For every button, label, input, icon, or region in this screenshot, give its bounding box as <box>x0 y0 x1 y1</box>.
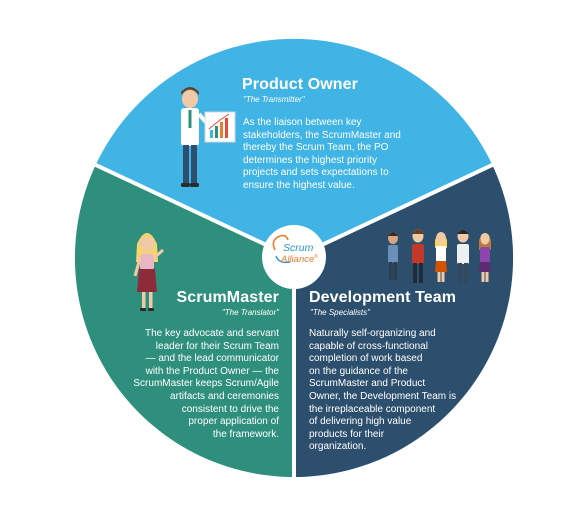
team-member-4 <box>457 229 469 283</box>
product-owner-subtitle: "The Transmitter" <box>243 95 305 104</box>
team-member-3 <box>435 232 447 282</box>
divider-right <box>293 163 494 260</box>
development-team-segment <box>294 164 514 477</box>
development-team-figures <box>388 229 491 283</box>
logo-alliance-text: Alliance® <box>281 254 318 265</box>
logo-scrum-text: Scrum <box>283 242 314 254</box>
scrum-master-title: ScrumMaster <box>176 289 279 306</box>
team-member-5 <box>479 233 491 282</box>
product-owner-title: Product Owner <box>242 76 358 93</box>
development-team-description: Naturally self-organizing and capable of… <box>309 328 457 453</box>
team-member-2 <box>412 229 424 283</box>
logo-registered-mark: ® <box>314 254 318 260</box>
product-owner-description: As the liaison between key stakeholders,… <box>243 117 401 191</box>
product-owner-figure <box>181 87 211 187</box>
development-team-subtitle: "The Specialists" <box>310 308 370 317</box>
team-member-1 <box>388 232 398 280</box>
scrum-master-segment <box>74 164 294 478</box>
logo-alliance-word: Alliance <box>281 254 315 266</box>
chart-board-icon <box>204 111 236 143</box>
scrum-master-description: The key advocate and servant leader for … <box>133 328 279 440</box>
development-team-title: Development Team <box>309 289 457 306</box>
divider-left <box>94 163 295 260</box>
scrum-master-figure <box>133 233 164 311</box>
scrum-master-subtitle: "The Translator" <box>221 308 279 317</box>
